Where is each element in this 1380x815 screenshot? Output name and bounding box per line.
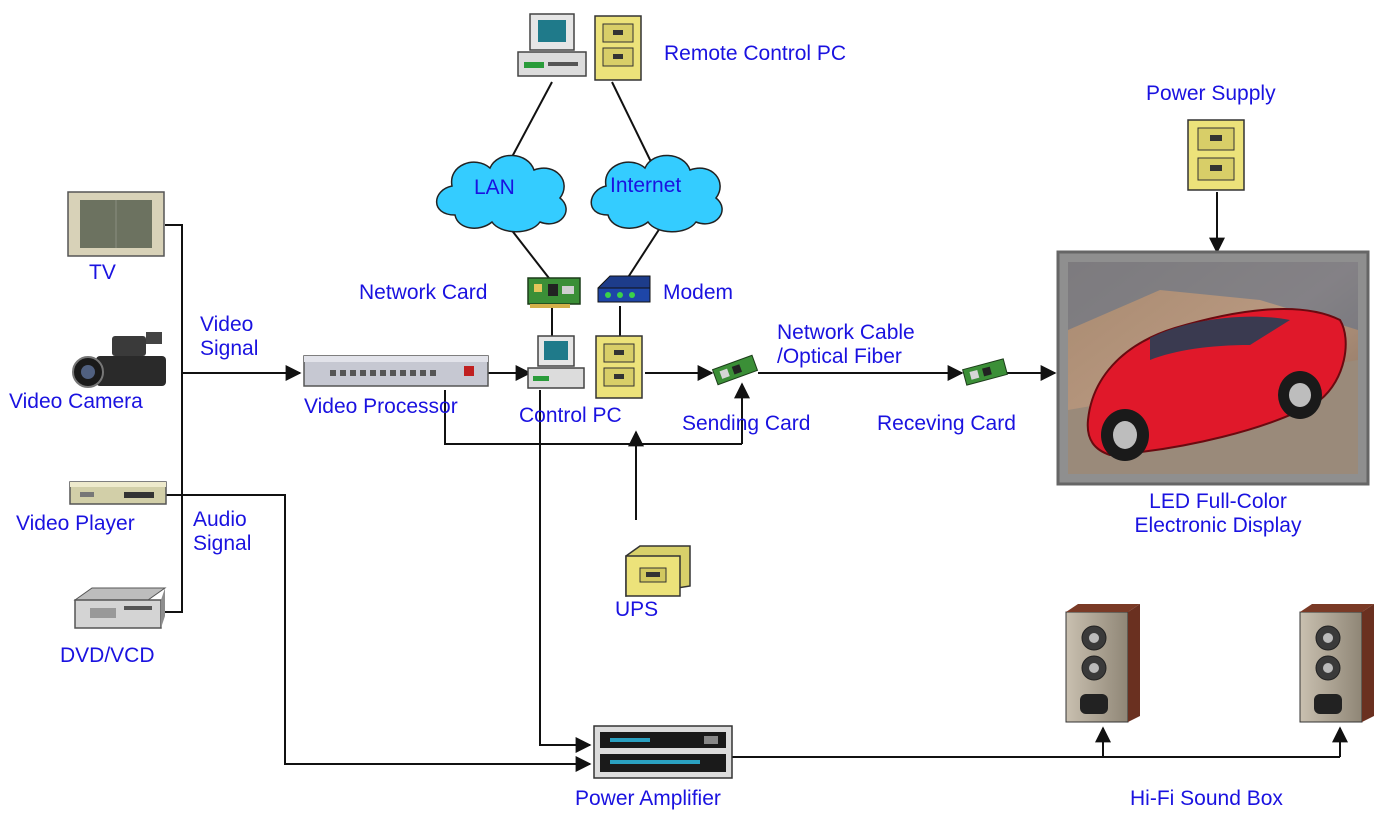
network-card-icon: [527, 277, 581, 308]
video-player-icon: [69, 481, 167, 505]
label-audio-signal-line2: Signal: [193, 532, 252, 555]
video-camera-icon: [72, 332, 166, 388]
line-audio-signal: [165, 494, 592, 772]
label-internet: Internet: [610, 174, 682, 197]
label-remote-control-pc: Remote Control PC: [664, 42, 847, 65]
modem-icon: [597, 275, 651, 303]
tv-icon: [67, 191, 165, 257]
receiving-card-icon: [962, 358, 1008, 386]
speaker-right-icon: [1299, 604, 1374, 723]
label-led-display-line1: LED Full-Color: [1149, 490, 1287, 513]
label-network-card: Network Card: [359, 281, 488, 304]
label-sending-card: Sending Card: [682, 412, 811, 435]
label-video-player: Video Player: [16, 512, 135, 535]
label-dvd-vcd: DVD/VCD: [60, 644, 155, 667]
lan-cloud-icon: [436, 154, 567, 233]
power-amplifier-icon: [593, 725, 733, 779]
dvd-vcd-icon: [73, 587, 167, 629]
connections: [165, 81, 1348, 772]
label-power-supply: Power Supply: [1146, 82, 1276, 105]
label-ups: UPS: [615, 598, 659, 621]
control-pc-tower-icon: [595, 335, 643, 399]
label-network-cable-line2: /Optical Fiber: [777, 345, 902, 368]
remote-pc-monitor-icon: [517, 13, 587, 77]
ups-icon: [625, 545, 691, 597]
speaker-left-icon: [1065, 604, 1140, 723]
remote-pc-tower-icon: [594, 15, 642, 81]
power-supply-icon: [1187, 119, 1245, 191]
line-pc-to-amplifier: [539, 390, 592, 753]
label-video-processor: Video Processor: [304, 395, 458, 418]
label-power-amplifier: Power Amplifier: [575, 787, 721, 810]
internet-cloud-icon: [590, 154, 723, 233]
label-audio-signal-line1: Audio: [193, 508, 247, 531]
label-video-signal-line1: Video: [200, 313, 254, 336]
label-video-camera: Video Camera: [9, 390, 143, 413]
control-pc-monitor-icon: [527, 335, 585, 389]
video-processor-icon: [303, 355, 489, 387]
label-tv: TV: [89, 261, 116, 284]
line-internet-to-modem: [624, 227, 661, 283]
label-modem: Modem: [663, 281, 734, 304]
label-video-signal-line2: Signal: [200, 337, 259, 360]
label-lan: LAN: [474, 176, 515, 199]
line-lan-to-network-card: [509, 227, 553, 283]
label-control-pc: Control PC: [519, 404, 622, 427]
label-receiving-card: Receving Card: [877, 412, 1016, 435]
label-network-cable-line1: Network Cable: [777, 321, 915, 344]
line-remote-to-internet: [611, 81, 656, 171]
label-led-display-line2: Electronic Display: [1134, 514, 1302, 537]
sending-card-icon: [711, 354, 759, 386]
label-hifi-sound-box: Hi-Fi Sound Box: [1130, 787, 1283, 810]
led-display-icon: [1056, 250, 1370, 486]
source-bus: [165, 224, 183, 613]
